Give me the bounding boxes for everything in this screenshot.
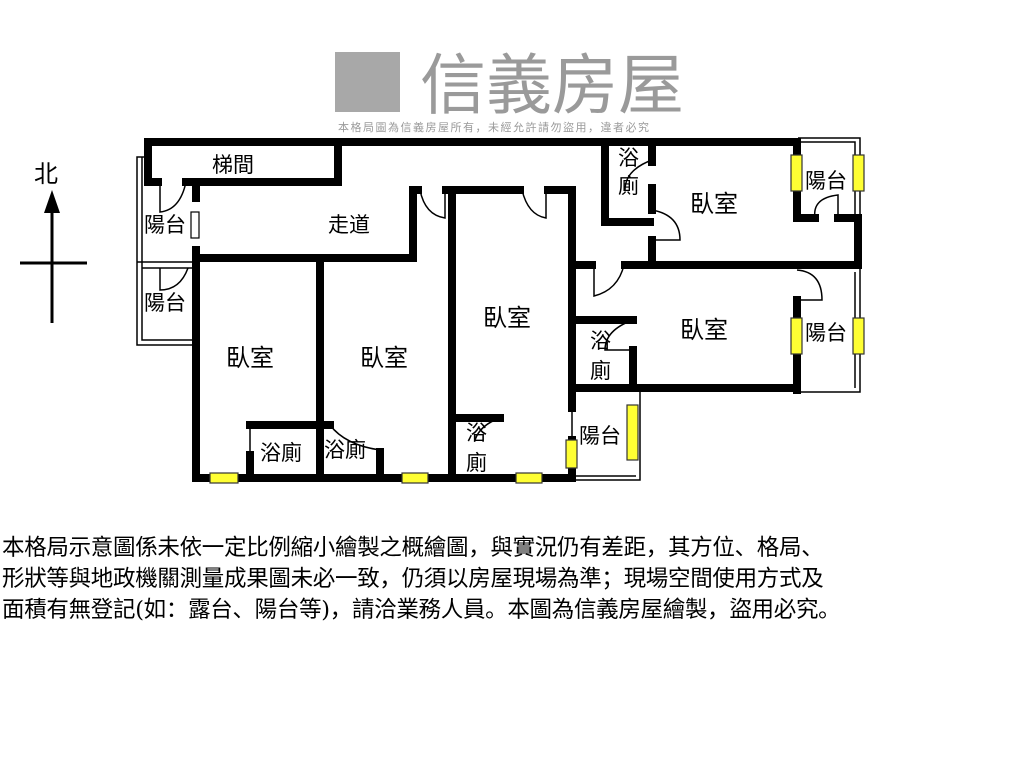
north-label: 北 bbox=[34, 160, 58, 188]
doors bbox=[159, 159, 839, 455]
label-balcony-west-upper: 陽台 bbox=[144, 213, 186, 237]
label-bath-ne-top: 浴 bbox=[618, 146, 639, 170]
label-bedroom-1: 臥室 bbox=[226, 344, 274, 372]
label-balcony-e: 陽台 bbox=[805, 321, 847, 345]
label-balcony-west-lower: 陽台 bbox=[144, 291, 186, 315]
room-labels: 梯間 走道 陽台 陽台 臥室 臥室 臥室 臥室 臥室 陽台 陽台 陽台 浴 廁 … bbox=[144, 146, 847, 475]
label-bedroom-4: 臥室 bbox=[690, 190, 738, 218]
watermark: 信義房屋 本格局圖為信義房屋所有，未經允許請勿盜用，違者必究 bbox=[335, 47, 684, 134]
label-balcony-ne: 陽台 bbox=[805, 169, 847, 193]
label-stairwell: 梯間 bbox=[212, 153, 254, 177]
label-bath-mid-top: 浴 bbox=[590, 329, 611, 353]
label-bath-sw-2: 浴廁 bbox=[324, 438, 366, 462]
label-bath-s-bottom: 廁 bbox=[466, 451, 487, 475]
label-bath-s-top: 浴 bbox=[466, 421, 487, 445]
label-bath-ne-bottom: 廁 bbox=[618, 174, 639, 198]
watermark-notice: 本格局圖為信義房屋所有，未經允許請勿盜用，違者必究 bbox=[338, 120, 651, 134]
floor-plan: 信義房屋 本格局圖為信義房屋所有，未經允許請勿盜用，違者必究 北 bbox=[20, 47, 865, 484]
label-corridor: 走道 bbox=[328, 213, 370, 237]
label-bedroom-5: 臥室 bbox=[680, 316, 728, 344]
walls bbox=[144, 138, 862, 482]
north-compass: 北 bbox=[20, 160, 87, 323]
label-bath-mid-bottom: 廁 bbox=[590, 359, 611, 383]
north-arrow-icon bbox=[44, 190, 60, 213]
label-bath-sw-1: 浴廁 bbox=[260, 441, 302, 465]
label-bedroom-2: 臥室 bbox=[360, 344, 408, 372]
label-balcony-s: 陽台 bbox=[579, 424, 621, 448]
disclaimer-text: 本格局示意圖係未依一定比例縮小繪製之概繪圖，與實況仍有差距，其方位、格局、 形狀… bbox=[2, 535, 841, 623]
windows bbox=[209, 154, 865, 484]
watermark-logo-icon bbox=[335, 52, 400, 112]
watermark-brand: 信義房屋 bbox=[420, 47, 684, 124]
label-bedroom-3: 臥室 bbox=[483, 304, 531, 332]
